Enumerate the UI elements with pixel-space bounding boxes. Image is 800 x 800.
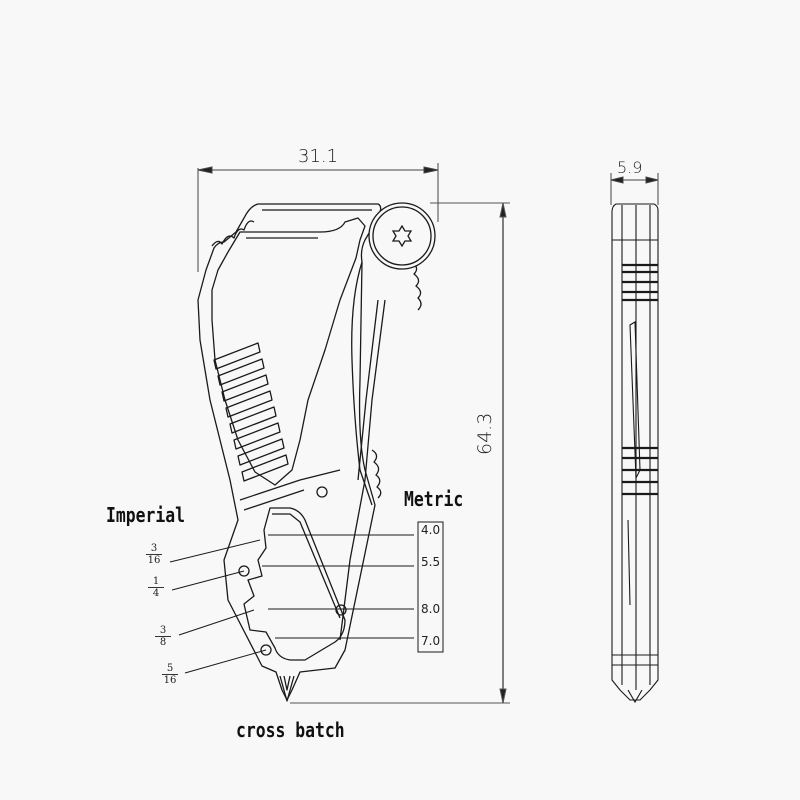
metric-box — [417, 521, 444, 653]
height-dimension-label: 64.3 — [474, 412, 496, 455]
thickness-dimension — [610, 173, 659, 205]
thickness-dimension-label: 5.9 — [617, 158, 643, 177]
metric-leaders — [262, 521, 444, 653]
cross-batch-label: cross batch — [236, 718, 345, 742]
wrench-opening — [243, 507, 346, 661]
width-dimension — [197, 163, 439, 272]
side-view — [611, 203, 659, 704]
hole — [316, 486, 328, 498]
imperial-size-3-8: 3 8 — [155, 625, 171, 648]
imperial-leaders — [169, 539, 267, 674]
imperial-size-5-16: 5 16 — [162, 663, 178, 686]
torx-wheel — [368, 202, 436, 270]
imperial-size-3-16: 3 16 — [146, 543, 162, 566]
metric-size-8-0: 8.0 — [421, 602, 441, 616]
metric-size-7-0: 7.0 — [421, 634, 441, 648]
hole — [260, 644, 272, 656]
height-dimension — [290, 202, 510, 704]
carabiner-front-view — [197, 203, 422, 702]
hole — [335, 604, 347, 616]
metric-label: Metric — [404, 487, 464, 511]
imperial-size-1-4: 1 4 — [148, 576, 164, 599]
hole — [238, 565, 250, 577]
metric-size-4-0: 4.0 — [421, 523, 441, 537]
metric-size-5-5: 5.5 — [421, 555, 441, 569]
grip-slots — [213, 342, 289, 482]
imperial-label: Imperial — [106, 503, 185, 527]
torx-icon — [391, 224, 413, 248]
width-dimension-label: 31.1 — [298, 146, 339, 167]
